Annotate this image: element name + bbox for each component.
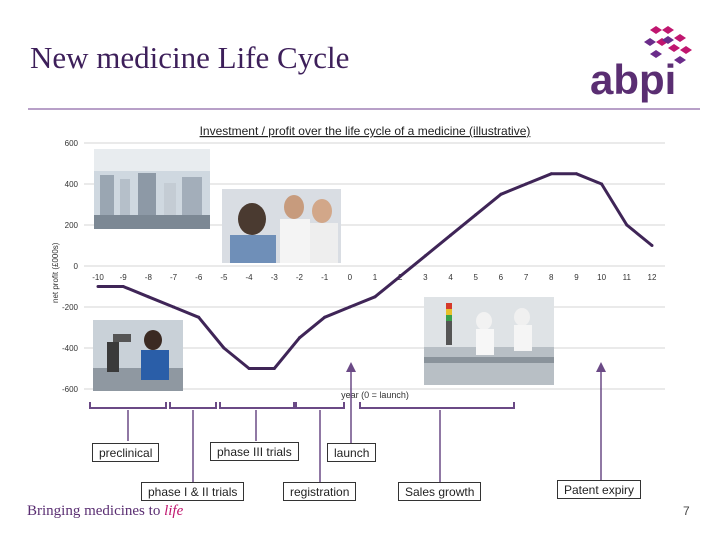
chart-title: Investment / profit over the life cycle … bbox=[200, 124, 531, 138]
y-tick-label: 0 bbox=[74, 262, 79, 271]
data-point bbox=[222, 346, 226, 350]
x-tick-label: 11 bbox=[623, 273, 632, 282]
data-point bbox=[121, 285, 125, 288]
page-number: 7 bbox=[683, 504, 690, 518]
x-tick-label: 3 bbox=[423, 273, 428, 282]
x-tick-label: 8 bbox=[549, 273, 554, 282]
x-tick-label: 0 bbox=[348, 273, 353, 282]
stage-phase-3-trials: phase III trials bbox=[210, 442, 299, 461]
footer-tagline-main: Bringing medicines to bbox=[27, 503, 165, 519]
x-tick-label: -7 bbox=[170, 273, 178, 282]
registration-bracket bbox=[295, 402, 345, 409]
slide-title: New medicine Life Cycle bbox=[30, 40, 350, 75]
footer-tagline-accent: life bbox=[164, 503, 184, 519]
data-point bbox=[146, 295, 150, 299]
doctors-photo bbox=[222, 189, 341, 263]
y-tick-label: 200 bbox=[65, 221, 79, 230]
x-tick-label: 12 bbox=[648, 273, 657, 282]
x-tick-label: -6 bbox=[195, 273, 203, 282]
data-point bbox=[348, 305, 352, 309]
preclinical-bracket bbox=[89, 402, 167, 409]
data-point bbox=[247, 367, 251, 370]
data-point bbox=[600, 182, 604, 186]
x-tick-label: -10 bbox=[92, 273, 104, 282]
data-point bbox=[449, 233, 453, 237]
data-point bbox=[524, 182, 528, 186]
y-tick-label: 600 bbox=[65, 139, 79, 148]
data-point bbox=[625, 223, 629, 227]
logo-mark-icon: abpi bbox=[590, 26, 692, 103]
data-point bbox=[272, 367, 276, 370]
lab-photo bbox=[94, 149, 210, 229]
stage-preclinical: preclinical bbox=[92, 443, 160, 462]
data-point bbox=[474, 213, 478, 217]
data-point bbox=[549, 172, 553, 176]
stage-phase-1-2-trials: phase I & II trials bbox=[141, 482, 245, 501]
x-tick-label: 9 bbox=[574, 273, 579, 282]
abpi-logo: abpi bbox=[588, 16, 700, 106]
x-tick-label: -9 bbox=[120, 273, 128, 282]
y-tick-label: -400 bbox=[62, 344, 79, 353]
x-tick-labels: -10-9-8-7-6-5-4-3-2-10123456789101112 bbox=[92, 273, 657, 282]
x-tick-label: -2 bbox=[296, 273, 304, 282]
data-point bbox=[423, 254, 427, 258]
title-divider bbox=[28, 108, 700, 110]
stage-launch: launch bbox=[327, 443, 377, 462]
data-point bbox=[499, 192, 503, 196]
x-tick-label: -1 bbox=[321, 273, 329, 282]
footer-tagline: Bringing medicines to life bbox=[27, 503, 183, 520]
x-tick-label: -4 bbox=[246, 273, 254, 282]
x-tick-label: 5 bbox=[474, 273, 479, 282]
phase-1-2-bracket bbox=[169, 402, 217, 409]
data-point bbox=[197, 315, 201, 319]
data-point bbox=[297, 336, 301, 340]
x-tick-label: 4 bbox=[448, 273, 453, 282]
patent-expiry-arrow-icon bbox=[596, 362, 606, 372]
data-point bbox=[172, 305, 176, 309]
x-tick-label: 6 bbox=[499, 273, 504, 282]
x-tick-label: -5 bbox=[220, 273, 228, 282]
x-tick-label: 10 bbox=[597, 273, 606, 282]
data-point bbox=[398, 274, 402, 278]
x-tick-label: 1 bbox=[373, 273, 378, 282]
stage-sales-growth: Sales growth bbox=[398, 482, 482, 501]
x-tick-label: 7 bbox=[524, 273, 529, 282]
y-tick-labels: 600 400 200 0 -200 -400 -600 bbox=[62, 139, 79, 394]
data-point bbox=[650, 244, 654, 247]
y-tick-label: 400 bbox=[65, 180, 79, 189]
phase-3-bracket bbox=[219, 402, 295, 409]
y-tick-label: -600 bbox=[62, 385, 79, 394]
data-point bbox=[96, 285, 100, 288]
launch-arrow-icon bbox=[346, 362, 356, 372]
data-point bbox=[373, 295, 377, 299]
stage-registration: registration bbox=[283, 482, 357, 501]
data-point bbox=[323, 315, 327, 319]
factory-photo bbox=[424, 297, 554, 385]
logo-text: abpi bbox=[590, 56, 676, 103]
y-tick-label: -200 bbox=[62, 303, 79, 312]
y-axis-label: net profit (£000s) bbox=[51, 242, 60, 303]
stage-patent-expiry: Patent expiry bbox=[557, 480, 642, 499]
x-tick-label: -3 bbox=[271, 273, 279, 282]
x-axis-label: year (0 = launch) bbox=[341, 390, 409, 400]
scientist-microscope-photo bbox=[93, 320, 183, 391]
data-point bbox=[574, 172, 578, 176]
sales-growth-bracket bbox=[359, 402, 515, 409]
x-tick-label: -8 bbox=[145, 273, 153, 282]
